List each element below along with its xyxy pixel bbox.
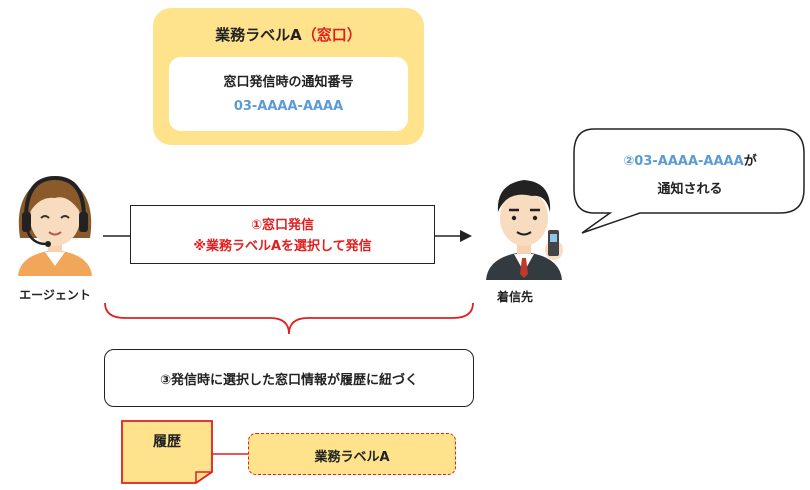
agent-caption: エージェント [19,288,91,302]
callee-icon [486,180,563,280]
history-business-label-tag: 業務ラベルA [248,433,456,475]
history-label: 履歴 [153,434,181,450]
notify-number-value: 03-AAAA-AAAA [233,99,344,114]
business-label-name: 業務ラベルA [215,26,302,44]
history-document-icon [121,420,213,484]
bubble-line-1: ②03-AAAA-AAAAが [580,150,800,169]
agent-icon [18,175,92,276]
business-label-card: 業務ラベルA（窓口） 窓口発信時の通知番号 03-AAAA-AAAA [153,8,424,145]
bubble-number: ②03-AAAA-AAAA [623,154,744,169]
history-link-note: ③発信時に選択した窓口情報が履歴に紐づく [104,349,474,407]
history-link-note-text: ③発信時に選択した窓口情報が履歴に紐づく [159,373,418,388]
brace [104,302,474,335]
business-label-title: 業務ラベルA（窓口） [153,24,424,45]
business-label-type: （窓口） [301,26,362,44]
outbound-call-title: ①窓口発信 [250,218,314,233]
outbound-call-box: ①窓口発信 ※業務ラベルAを選択して発信 [130,205,435,264]
bubble-particle: が [743,154,757,169]
notification-bubble [573,128,805,234]
outbound-call-note: ※業務ラベルAを選択して発信 [193,239,372,254]
bubble-line-2: 通知される [657,182,723,197]
notify-number-panel: 窓口発信時の通知番号 03-AAAA-AAAA [169,57,408,131]
notify-number-caption: 窓口発信時の通知番号 [223,75,354,90]
arrow-head [460,230,472,242]
history-business-label-text: 業務ラベルA [314,450,390,465]
callee-caption: 着信先 [496,290,533,304]
